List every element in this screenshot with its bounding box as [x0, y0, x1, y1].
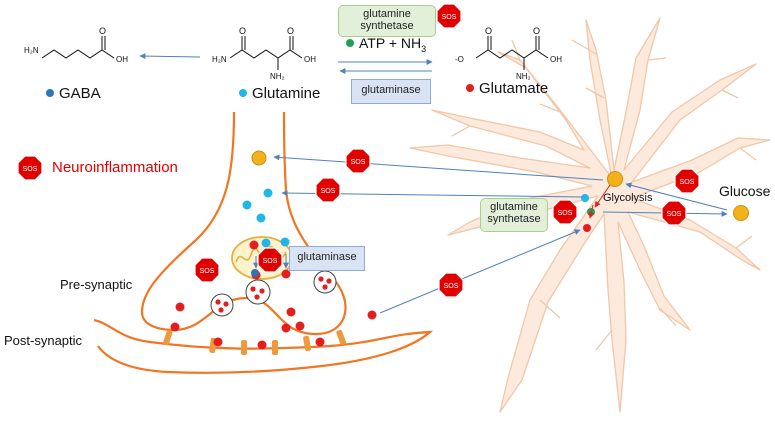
glutamine-synthetase-box-top: glutamine synthetase: [338, 5, 436, 37]
glutamine-dots: [242, 188, 589, 248]
glutamate-o-minus-label: -O: [455, 55, 464, 64]
atp-legend-dot: [346, 39, 354, 48]
sos-sign: SOS: [315, 177, 341, 203]
glutamate-nh2-label: NH₂: [516, 72, 531, 81]
svg-text:SOS: SOS: [200, 268, 215, 275]
sos-signs: SOS SOS SOS SOS SOS SOS SOS SOS: [17, 3, 700, 298]
gaba-legend-dot: [46, 89, 54, 98]
astro-glycolysis-arrows: [588, 184, 611, 219]
glutamate-label: Glutamate: [466, 80, 548, 97]
glutamate-o-label: O: [485, 26, 493, 36]
sos-sign: SOS: [17, 155, 43, 181]
glutamate-oh-label: OH: [550, 55, 562, 64]
svg-text:SOS: SOS: [442, 14, 457, 21]
svg-text:SOS: SOS: [351, 159, 366, 166]
glutamate-o2-label: O: [533, 26, 541, 36]
svg-text:SOS: SOS: [680, 179, 695, 186]
glutaminase-box-top: glutaminase: [351, 79, 431, 104]
gaba-o-label: O: [99, 26, 107, 36]
svg-text:SOS: SOS: [23, 166, 38, 173]
svg-text:SOS: SOS: [444, 283, 459, 290]
glucose-dot-neuron: [251, 150, 267, 166]
glutamate-dots: [170, 224, 591, 350]
glutamate-legend-dot: [466, 84, 474, 93]
gaba-oh-label: OH: [116, 55, 128, 64]
sos-sign: SOS: [674, 168, 700, 194]
glycolysis-label: Glycolysis: [603, 192, 653, 204]
svg-text:SOS: SOS: [321, 188, 336, 195]
gaba-dot-neuron: [251, 269, 259, 277]
glucose-dot-astro: [607, 171, 623, 187]
glutamine-h2n-label: H₂N: [212, 55, 227, 64]
sos-sign: SOS: [436, 3, 462, 29]
glutamine-o2-label: O: [287, 26, 295, 36]
gaba-h2n-label: H₂N: [24, 46, 39, 55]
presynaptic-terminal: [140, 111, 347, 336]
svg-text:SOS: SOS: [263, 258, 278, 265]
glutamate-structure: [475, 36, 549, 70]
pre-synaptic-label: Pre-synaptic: [60, 277, 133, 292]
glutamine-label: Glutamine: [239, 85, 320, 102]
glutamine-structure: [229, 36, 303, 70]
sos-sign: SOS: [438, 272, 464, 298]
sos-sign: SOS: [345, 148, 371, 174]
glutaminase-box-neuron: glutaminase: [289, 246, 365, 271]
svg-text:SOS: SOS: [558, 210, 573, 217]
sos-sign: SOS: [194, 257, 220, 283]
sos-sign: SOS: [552, 199, 578, 225]
sos-sign: SOS: [661, 200, 687, 226]
flow-arrows: [139, 53, 728, 314]
glucose-label: Glucose: [719, 183, 771, 199]
gaba-structure: [41, 36, 115, 59]
glutamine-nh2-label: NH₂: [270, 72, 285, 81]
glutamine-oh-label: OH: [304, 55, 316, 64]
post-synaptic-label: Post-synaptic: [4, 333, 83, 348]
gaba-label: GABA: [46, 85, 101, 102]
atp-nh3-label: ATP + NH3: [346, 35, 426, 54]
glutamine-o-label: O: [239, 26, 247, 36]
glutamine-legend-dot: [239, 89, 247, 98]
sos-sign: SOS: [257, 247, 283, 273]
glutamine-synthetase-box-astrocyte: glutamine synthetase: [480, 198, 548, 232]
neuroinflammation-label: Neuroinflammation: [52, 159, 178, 176]
vesicles: [210, 270, 337, 317]
svg-text:SOS: SOS: [667, 211, 682, 218]
glucose-dot-blood: [733, 205, 749, 221]
